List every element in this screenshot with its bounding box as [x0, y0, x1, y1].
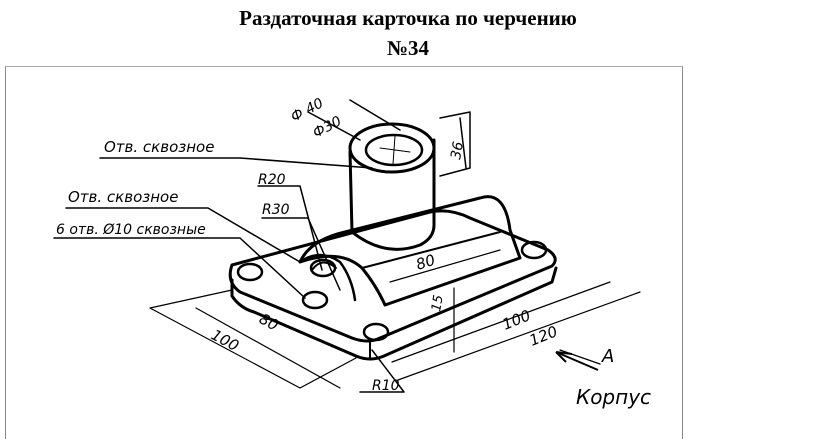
dim-r20: R20 — [258, 172, 286, 188]
part-name: Корпус — [576, 385, 651, 409]
dim-80-rib: 80 — [414, 251, 438, 274]
drawing-frame — [5, 66, 683, 439]
card-number: №34 — [386, 36, 430, 60]
base-plate-top — [228, 209, 557, 343]
dim-15: 15 — [429, 294, 447, 313]
view-arrow — [555, 351, 599, 371]
dim-120-right: 120 — [527, 322, 560, 349]
side-hole — [298, 253, 357, 302]
dim-r30: R30 — [262, 202, 290, 218]
rib-line — [361, 231, 501, 269]
dim-100-right: 100 — [500, 306, 533, 333]
label-hole-side: Отв. сквозное — [68, 188, 178, 206]
boss-centerline — [379, 135, 411, 165]
boss-top — [348, 122, 436, 174]
rib-block — [298, 195, 522, 307]
plate-hole — [520, 240, 548, 260]
base-plate-bottom — [230, 266, 558, 361]
dim-r10: R10 — [372, 378, 400, 394]
label-six-holes: 6 отв. Ø10 сквозные — [56, 222, 206, 238]
view-arrow-label: А — [601, 346, 614, 367]
dimension-lines — [149, 249, 641, 389]
boss-cylinder — [348, 138, 436, 251]
plate-hole — [236, 262, 264, 282]
plate-hole — [309, 258, 337, 278]
dim-height-boss: 36 — [448, 140, 467, 160]
label-hole-top: Отв. сквозное — [104, 138, 214, 156]
dim-dia-inner: Ф30 — [310, 113, 344, 141]
plate-holes — [236, 240, 548, 342]
boss-hole — [364, 133, 424, 167]
plate-hole — [362, 322, 390, 342]
plate-hole — [301, 290, 329, 310]
leaders — [53, 99, 471, 393]
card-title: Раздаточная карточка по черчению — [239, 6, 577, 30]
